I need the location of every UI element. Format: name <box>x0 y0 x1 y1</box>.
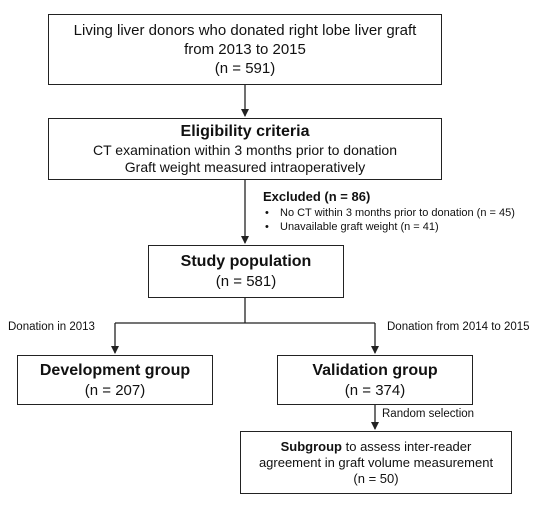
excluded-title: Excluded (n = 86) <box>263 189 371 204</box>
excluded-item: No CT within 3 months prior to donation … <box>263 206 515 220</box>
excluded-list: No CT within 3 months prior to donation … <box>263 206 515 234</box>
subgroup-title-bold: Subgroup <box>280 438 343 454</box>
eligibility-title: Eligibility criteria <box>180 123 310 140</box>
donors-line1: Living liver donors who donated right lo… <box>73 22 417 39</box>
study-count: (n = 581) <box>215 273 277 290</box>
study-title: Study population <box>180 253 312 270</box>
validation-group-box: Validation group (n = 374) <box>277 355 473 405</box>
donors-box: Living liver donors who donated right lo… <box>48 14 442 85</box>
excluded-item: Unavailable graft weight (n = 41) <box>263 220 515 234</box>
eligibility-box: Eligibility criteria CT examination with… <box>48 118 442 180</box>
study-population-box: Study population (n = 581) <box>148 245 344 298</box>
development-group-box: Development group (n = 207) <box>17 355 213 405</box>
label-donation-2013: Donation in 2013 <box>8 321 95 333</box>
subgroup-line1: Subgroup to assess inter-reader <box>281 439 472 455</box>
eligibility-line1: CT examination within 3 months prior to … <box>92 142 397 158</box>
development-title: Development group <box>39 361 191 379</box>
subgroup-count: (n = 50) <box>353 470 399 486</box>
validation-title: Validation group <box>312 361 438 379</box>
subgroup-title-rest: to assess inter-reader <box>342 438 472 454</box>
excluded-note: Excluded (n = 86) No CT within 3 months … <box>263 189 515 234</box>
label-random-selection: Random selection <box>382 408 475 420</box>
subgroup-line2: agreement in graft volume measurement <box>258 454 494 470</box>
development-count: (n = 207) <box>84 381 146 399</box>
eligibility-line2: Graft weight measured intraoperatively <box>124 159 366 175</box>
donors-count: (n = 591) <box>214 60 276 77</box>
donors-line2: from 2013 to 2015 <box>184 41 306 58</box>
subgroup-box: Subgroup to assess inter-reader agreemen… <box>240 431 512 494</box>
label-donation-2014-2015: Donation from 2014 to 2015 <box>387 321 530 333</box>
validation-count: (n = 374) <box>344 381 406 399</box>
